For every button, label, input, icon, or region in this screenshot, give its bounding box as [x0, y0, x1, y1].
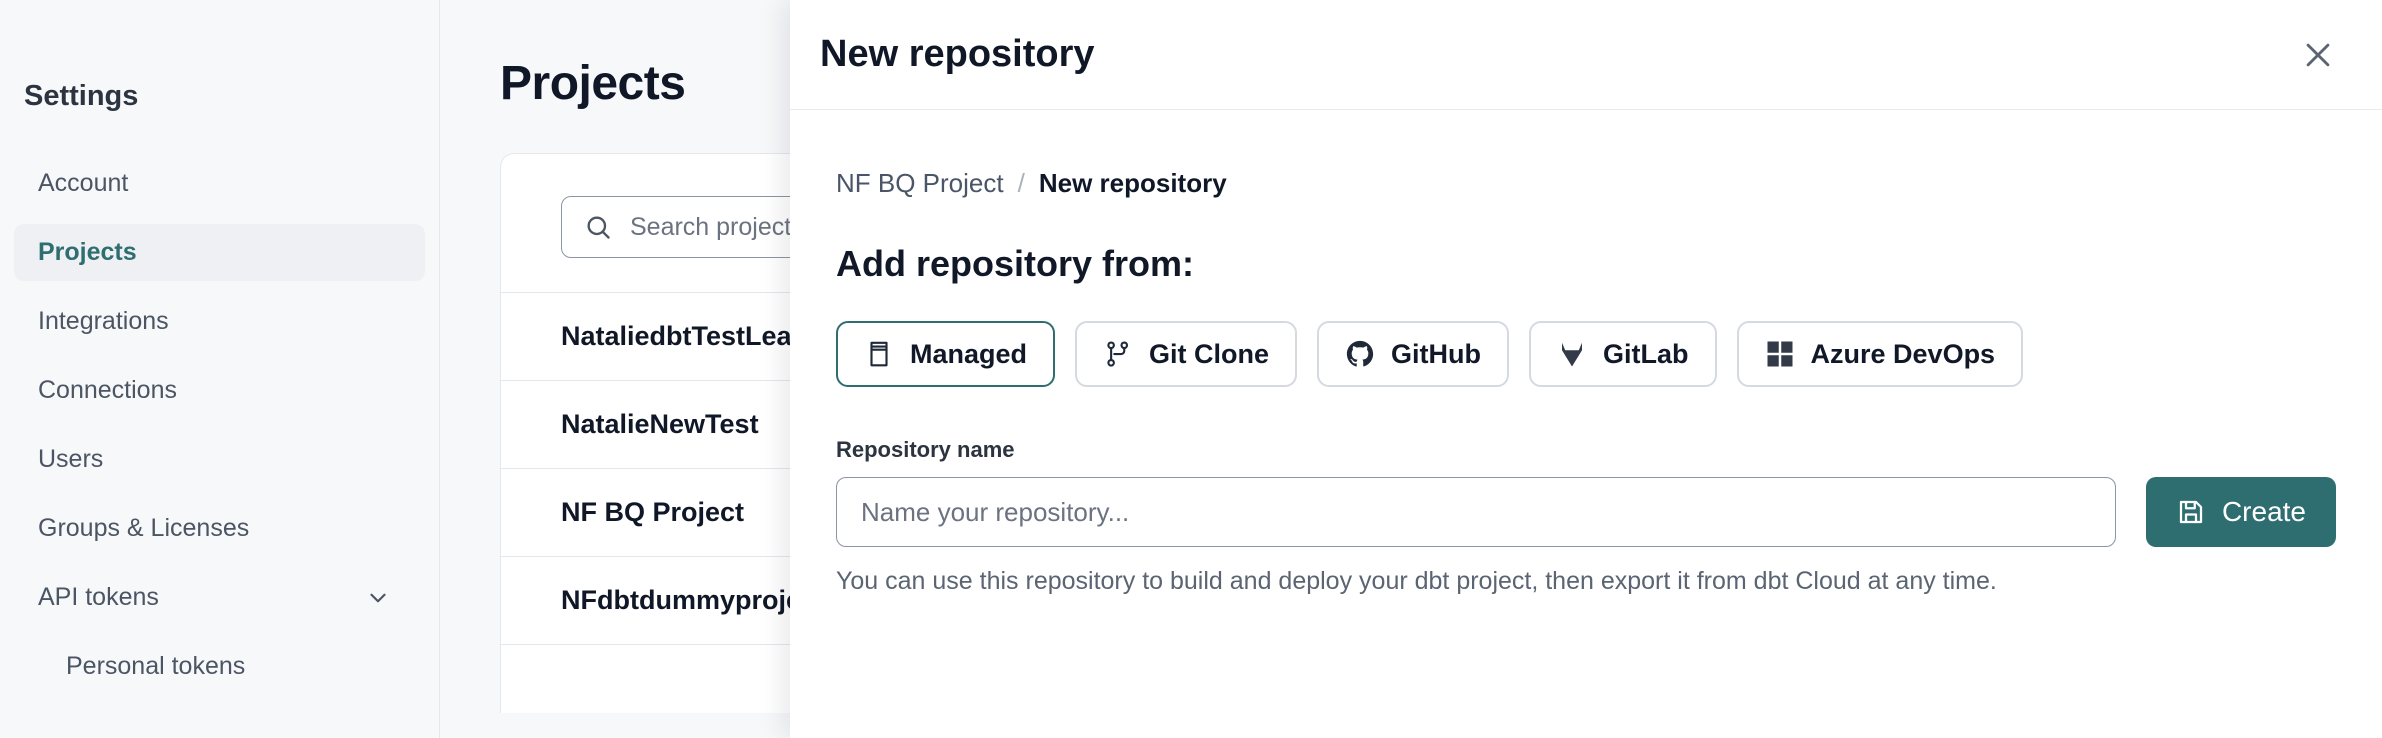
sidebar-item-label: Projects [38, 238, 137, 266]
sidebar-title: Settings [24, 80, 139, 112]
sidebar-item-label: API tokens [38, 583, 159, 611]
source-option-gitlab[interactable]: GitLab [1529, 321, 1717, 387]
sidebar-item-integrations[interactable]: Integrations [14, 293, 425, 350]
source-option-azure-devops[interactable]: Azure DevOps [1736, 321, 2024, 387]
project-name: NFdbtdummyproject [561, 585, 826, 615]
sidebar-item-personal-tokens[interactable]: Personal tokens [14, 638, 425, 695]
breadcrumb-separator: / [1017, 168, 1025, 198]
github-icon [1346, 340, 1374, 367]
chevron-down-icon[interactable] [365, 585, 391, 611]
source-option-git-clone[interactable]: Git Clone [1075, 321, 1298, 387]
sidebar-item-label: Account [38, 169, 129, 197]
new-repository-modal: New repository NF BQ Project / New repos… [790, 0, 2382, 738]
repository-name-row: Create [836, 477, 2336, 547]
close-button[interactable] [2290, 27, 2346, 83]
source-option-label: Azure DevOps [1810, 338, 1996, 369]
sidebar-item-label: Groups & Licenses [38, 514, 250, 542]
sidebar-item-account[interactable]: Account [14, 155, 425, 212]
sidebar-item-label: Personal tokens [66, 652, 246, 680]
breadcrumb: NF BQ Project / New repository [836, 168, 2336, 199]
modal-title: New repository [820, 33, 1095, 75]
project-name: NF BQ Project [561, 497, 745, 527]
source-option-github[interactable]: GitHub [1317, 321, 1510, 387]
sidebar-item-groups-licenses[interactable]: Groups & Licenses [14, 500, 425, 557]
sidebar-item-label: Connections [38, 376, 177, 404]
git-branch-icon [1107, 341, 1129, 367]
sidebar-item-label: Users [38, 445, 104, 473]
source-option-label: GitHub [1391, 338, 1482, 369]
sidebar-item-label: Integrations [38, 307, 169, 335]
breadcrumb-parent[interactable]: NF BQ Project [836, 168, 1004, 198]
gitlab-icon [1562, 342, 1583, 367]
breadcrumb-current: New repository [1038, 168, 1227, 198]
modal-body: NF BQ Project / New repository Add repos… [790, 110, 2382, 596]
add-repository-heading: Add repository from: [836, 243, 1195, 284]
repository-helper-text: You can use this repository to build and… [836, 567, 1997, 595]
azure-devops-icon [1767, 341, 1793, 367]
source-option-label: GitLab [1603, 338, 1689, 369]
create-button-label: Create [2221, 496, 2306, 527]
modal-header: New repository [790, 0, 2382, 110]
settings-sidebar: Settings Account Projects Integrations C… [0, 0, 440, 738]
project-name: NatalieNewTest [561, 409, 759, 439]
search-icon [587, 216, 610, 239]
sidebar-item-connections[interactable]: Connections [14, 362, 425, 419]
sidebar-item-api-tokens[interactable]: API tokens [14, 569, 425, 626]
sidebar-item-users[interactable]: Users [14, 431, 425, 488]
source-option-managed[interactable]: Managed [836, 321, 1056, 387]
repository-source-options: Managed Git Clone [836, 321, 2336, 387]
save-icon [2179, 500, 2203, 524]
source-option-label: Git Clone [1149, 338, 1270, 369]
book-icon [870, 341, 888, 367]
repository-name-input[interactable] [836, 477, 2116, 547]
source-option-label: Managed [910, 338, 1028, 369]
page-title: Projects [500, 57, 686, 110]
create-button[interactable]: Create [2145, 477, 2336, 547]
close-icon [2306, 43, 2330, 66]
sidebar-item-projects[interactable]: Projects [14, 224, 425, 281]
repository-name-label: Repository name [836, 437, 1015, 462]
